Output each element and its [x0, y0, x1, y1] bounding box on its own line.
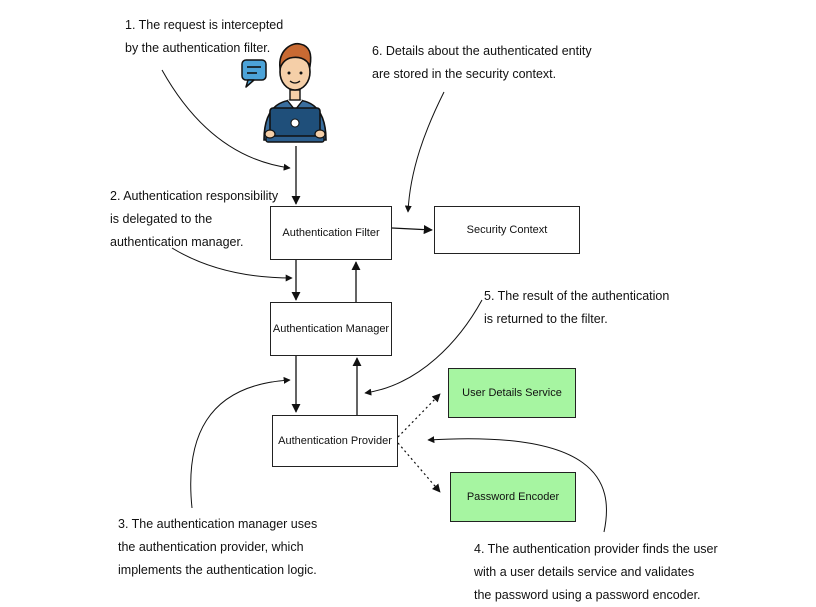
authentication-filter-label: Authentication Filter	[282, 227, 380, 239]
note-step5: 5. The result of the authentication is r…	[484, 285, 669, 331]
pointer-curve-step3	[190, 376, 291, 509]
security-context-label: Security Context	[466, 224, 548, 236]
pointer-curve-step5	[364, 299, 483, 396]
note-step4-line2: with a user details service and validate…	[474, 565, 695, 579]
note-step2-line3: authentication manager.	[110, 235, 244, 249]
authentication-filter-box: Authentication Filter	[270, 206, 392, 260]
authentication-manager-box: Authentication Manager	[270, 302, 392, 356]
pointer-curve-step1	[161, 69, 291, 171]
note-step2-line2: is delegated to the	[110, 212, 213, 226]
speech-bubble-icon	[241, 59, 267, 88]
note-step3-line1: 3. The authentication manager uses	[118, 517, 318, 531]
note-step4-line3: the password using a password encoder.	[474, 588, 701, 602]
dotted-arrow-to-encoder	[397, 442, 441, 493]
note-step1-line1: 1. The request is intercepted	[125, 18, 284, 32]
pointer-curve-step4	[427, 436, 607, 533]
note-step3-line3: implements the authentication logic.	[118, 563, 317, 577]
note-step2: 2. Authentication responsibility is dele…	[110, 185, 278, 254]
password-encoder-label: Password Encoder	[466, 491, 560, 503]
security-context-box: Security Context	[434, 206, 580, 254]
arrow-filter-to-security-context	[391, 225, 433, 235]
note-step1: 1. The request is intercepted by the aut…	[125, 14, 283, 60]
authentication-manager-label: Authentication Manager	[272, 323, 390, 335]
password-encoder-box: Password Encoder	[450, 472, 576, 522]
user-details-service-box: User Details Service	[448, 368, 576, 418]
authentication-provider-label: Authentication Provider	[278, 435, 392, 447]
note-step5-line1: 5. The result of the authentication	[484, 289, 670, 303]
pointer-curve-step2	[171, 247, 293, 282]
note-step4-line1: 4. The authentication provider finds the…	[474, 542, 718, 556]
note-step4: 4. The authentication provider finds the…	[474, 538, 718, 607]
note-step6-line2: are stored in the security context.	[372, 67, 557, 81]
user-details-service-label: User Details Service	[462, 387, 562, 399]
dotted-arrow-to-user-details	[397, 393, 441, 438]
note-step6: 6. Details about the authenticated entit…	[372, 40, 592, 86]
note-step6-line1: 6. Details about the authenticated entit…	[372, 44, 592, 58]
authentication-provider-box: Authentication Provider	[272, 415, 398, 467]
note-step2-line1: 2. Authentication responsibility	[110, 189, 279, 203]
note-step3-line2: the authentication provider, which	[118, 540, 304, 554]
note-step3: 3. The authentication manager uses the a…	[118, 513, 317, 582]
user-with-laptop-icon	[241, 42, 327, 143]
note-step5-line2: is returned to the filter.	[484, 312, 608, 326]
note-step1-line2: by the authentication filter.	[125, 41, 271, 55]
pointer-curve-step6	[404, 91, 445, 213]
